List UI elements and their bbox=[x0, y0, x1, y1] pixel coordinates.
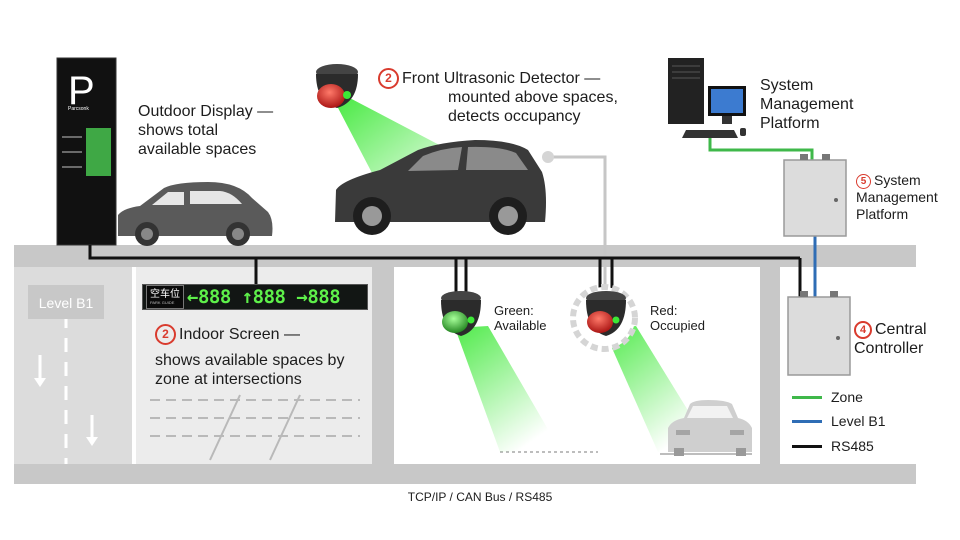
led-tag-en: PARK GUIDE bbox=[150, 300, 175, 305]
computer-icon bbox=[668, 58, 746, 138]
front-detector-line2: mounted above spaces, bbox=[448, 89, 618, 106]
arrow-down-icon bbox=[34, 378, 46, 387]
red-detector bbox=[570, 284, 638, 352]
front-detector-line3: detects occupancy bbox=[448, 107, 581, 125]
green-detector-beam bbox=[455, 326, 560, 452]
led-display-text: ←888 ↑888 →888 bbox=[187, 286, 341, 308]
floor-slab bbox=[14, 464, 916, 484]
detector-link-line bbox=[548, 155, 607, 300]
legend-label-rs485: RS485 bbox=[831, 438, 874, 454]
platform-cabinet bbox=[783, 154, 847, 237]
front-ultrasonic-detector bbox=[316, 64, 358, 108]
front-detector-title: Front Ultrasonic Detector — bbox=[402, 70, 601, 87]
outdoor-display-sign: P Parcsonk bbox=[56, 57, 117, 246]
parked-car bbox=[668, 400, 752, 456]
arrow-down-icon bbox=[86, 437, 98, 446]
legend-label-level-b1: Level B1 bbox=[831, 413, 886, 429]
zone-link bbox=[708, 136, 814, 160]
led-tag: 空车位 PARK GUIDE bbox=[146, 285, 184, 309]
suv-car bbox=[335, 140, 546, 235]
legend-item-rs485: RS485 bbox=[792, 438, 874, 454]
sign-letter: P bbox=[68, 69, 95, 113]
badge-4-icon: 4 bbox=[854, 321, 872, 339]
green-status-label: Green: Available bbox=[494, 303, 547, 334]
red-status-label: Red: Occupied bbox=[650, 303, 705, 334]
level-sign: Level B1 bbox=[28, 285, 104, 319]
central-controller-line2: Controller bbox=[854, 339, 924, 357]
pillar bbox=[372, 267, 394, 464]
legend-swatch-zone bbox=[792, 395, 822, 399]
sign-brand: Parcsonk bbox=[68, 106, 89, 112]
indoor-screen-title: Indoor Screen — bbox=[179, 326, 300, 343]
outdoor-display-caption-text: Outdoor Display — shows total available … bbox=[138, 103, 274, 158]
led-tag-cn: 空车位 bbox=[150, 289, 180, 300]
system-platform-caption-text: System Management Platform bbox=[760, 77, 854, 132]
controller-cabinet bbox=[787, 291, 851, 376]
system-platform-caption: System Management Platform bbox=[760, 77, 880, 134]
legend-label-zone: Zone bbox=[831, 389, 863, 405]
pillar bbox=[760, 267, 780, 464]
outdoor-display-caption: Outdoor Display — shows total available … bbox=[138, 103, 278, 160]
badge-5-icon: 5 bbox=[856, 174, 871, 189]
central-controller-line1: Central bbox=[875, 321, 927, 338]
link-node bbox=[542, 151, 554, 163]
legend-swatch-rs485 bbox=[792, 444, 822, 448]
cabinet-platform-line2: Management Platform bbox=[856, 189, 938, 222]
legend-item-zone: Zone bbox=[792, 389, 863, 405]
badge-2-icon: 2 bbox=[378, 68, 399, 89]
ceiling-slab bbox=[14, 245, 916, 267]
indoor-led-screen: 空车位 PARK GUIDE ←888 ↑888 →888 bbox=[142, 284, 368, 310]
road-markings bbox=[150, 394, 360, 461]
green-detector bbox=[441, 291, 481, 336]
level-sign-text: Level B1 bbox=[39, 295, 94, 311]
legend-swatch-level-b1 bbox=[792, 419, 822, 423]
indoor-screen-desc: shows available spaces by zone at inters… bbox=[155, 352, 345, 388]
badge-2-icon: 2 bbox=[155, 324, 176, 345]
cabinet-platform-line1: System bbox=[874, 172, 921, 188]
footer-protocols: TCP/IP / CAN Bus / RS485 bbox=[407, 490, 553, 504]
outdoor-car bbox=[118, 182, 273, 246]
sign-green-panel bbox=[86, 128, 111, 176]
legend-item-level-b1: Level B1 bbox=[792, 413, 885, 429]
